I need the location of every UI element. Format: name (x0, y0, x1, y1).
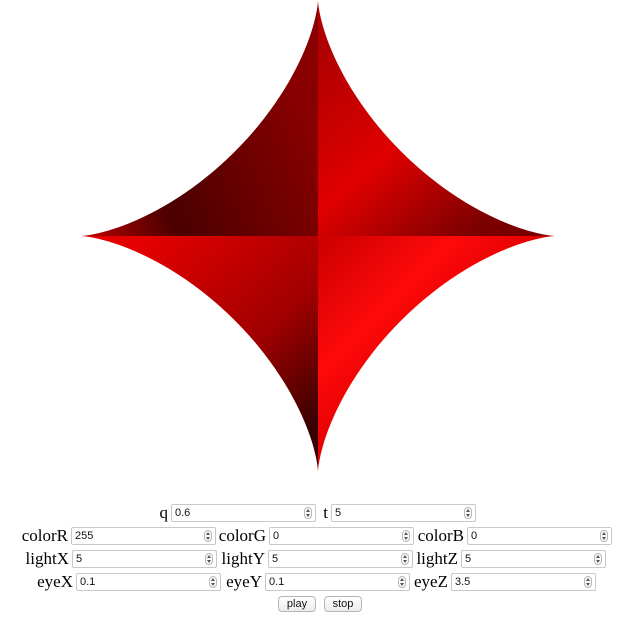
q-field: q (150, 503, 316, 523)
eyeX-input[interactable] (77, 574, 209, 590)
colorB-spinner-icon[interactable] (600, 530, 608, 542)
lightX-label: lightX (25, 549, 69, 568)
t-input[interactable] (332, 505, 464, 521)
surface-quadrant-bottom-left (80, 236, 318, 472)
colorG-field: colorG (218, 526, 414, 546)
controls-row-2: colorR colorG colorB (0, 526, 621, 546)
controls-row-1: q t (0, 503, 621, 523)
lightZ-field: lightZ (414, 549, 606, 569)
surface-quadrant-top-left (80, 0, 318, 236)
colorB-field: colorB (416, 526, 612, 546)
controls-row-buttons: play stop (0, 595, 621, 615)
lightY-spinner-icon[interactable] (401, 553, 409, 565)
eyeY-field: eyeY (220, 572, 410, 592)
colorB-number-box (467, 527, 612, 545)
t-label: t (323, 503, 328, 522)
controls-row-4: eyeX eyeY eyeZ (0, 572, 621, 592)
t-number-box (331, 504, 476, 522)
lightZ-input[interactable] (462, 551, 594, 567)
astroid-surface (80, 0, 556, 472)
eyeX-label: eyeX (37, 572, 73, 591)
eyeY-label: eyeY (226, 572, 262, 591)
lightX-number-box (72, 550, 217, 568)
colorR-input[interactable] (72, 528, 204, 544)
colorG-label: colorG (218, 526, 266, 545)
eyeZ-number-box (451, 573, 596, 591)
eyeZ-field: eyeZ (406, 572, 596, 592)
colorR-spinner-icon[interactable] (204, 530, 212, 542)
q-number-box (171, 504, 316, 522)
eyeZ-spinner-icon[interactable] (584, 576, 592, 588)
surface-quadrant-bottom-right (318, 236, 556, 472)
lightX-input[interactable] (73, 551, 205, 567)
controls-row-3: lightX lightY lightZ (0, 549, 621, 569)
t-field: t (314, 503, 476, 523)
lightY-input[interactable] (269, 551, 401, 567)
surface-quadrant-top-right (318, 0, 556, 236)
lightZ-spinner-icon[interactable] (594, 553, 602, 565)
eyeY-spinner-icon[interactable] (398, 576, 406, 588)
t-spinner-icon[interactable] (464, 507, 472, 519)
stop-button[interactable]: stop (324, 596, 362, 612)
colorR-number-box (71, 527, 216, 545)
q-spinner-icon[interactable] (304, 507, 312, 519)
colorR-label: colorR (21, 526, 68, 545)
eyeY-number-box (265, 573, 410, 591)
render-canvas (80, 0, 556, 472)
lightZ-number-box (461, 550, 606, 568)
lightY-field: lightY (221, 549, 413, 569)
colorG-spinner-icon[interactable] (402, 530, 410, 542)
eyeX-field: eyeX (30, 572, 221, 592)
play-button[interactable]: play (278, 596, 316, 612)
eyeZ-label: eyeZ (414, 572, 448, 591)
q-label: q (159, 503, 169, 522)
q-input[interactable] (172, 505, 304, 521)
lightY-number-box (268, 550, 413, 568)
eyeZ-input[interactable] (452, 574, 584, 590)
colorG-input[interactable] (270, 528, 402, 544)
lightY-label: lightY (221, 549, 265, 568)
colorR-field: colorR (20, 526, 216, 546)
colorB-input[interactable] (468, 528, 600, 544)
colorB-label: colorB (417, 526, 464, 545)
colorG-number-box (269, 527, 414, 545)
lightZ-label: lightZ (416, 549, 458, 568)
eyeX-number-box (76, 573, 221, 591)
eyeX-spinner-icon[interactable] (209, 576, 217, 588)
lightX-field: lightX (25, 549, 217, 569)
eyeY-input[interactable] (266, 574, 398, 590)
lightX-spinner-icon[interactable] (205, 553, 213, 565)
